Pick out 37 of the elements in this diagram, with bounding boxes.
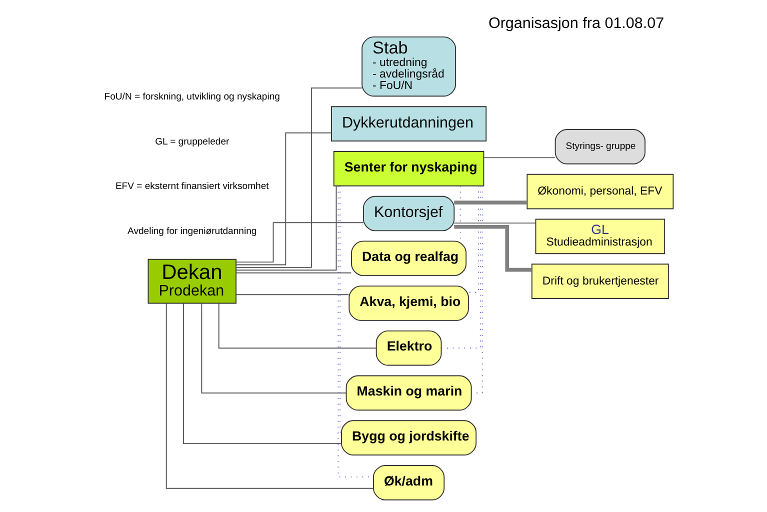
connector	[201, 302, 347, 394]
node-box: Bygg og jordskifte	[341, 420, 477, 456]
node-box: Elektro	[376, 330, 442, 366]
connector	[441, 185, 481, 349]
node-box: Dekan Prodekan	[148, 258, 237, 304]
label: Avdeling for ingeniørutdanning	[128, 226, 257, 238]
connector	[218, 303, 377, 349]
connector	[236, 222, 364, 263]
node-box: Drift og brukertjenester	[531, 264, 669, 299]
node-box: Styrings- gruppe	[554, 129, 646, 164]
connector	[236, 185, 337, 271]
connector	[454, 200, 528, 204]
node-box: Maskin og marin	[346, 375, 472, 411]
diagram-title: Organisasjon fra 01.08.07	[488, 15, 664, 32]
connector	[236, 88, 362, 268]
node-box: Kontorsjef	[362, 196, 455, 232]
node-box: Akva, kjemi, bio	[348, 286, 469, 321]
connector	[236, 132, 332, 266]
connector	[454, 224, 532, 272]
connector	[166, 302, 374, 489]
connector	[340, 185, 342, 433]
node-box: Dykkerutdanningen	[331, 106, 487, 142]
label: EFV = eksternt finansiert virksomhet	[115, 181, 269, 192]
connector	[236, 272, 352, 274]
node-box: Senter for nyskaping	[333, 151, 484, 186]
connector	[454, 222, 536, 224]
node-box: Økonomi, personal, EFV	[526, 174, 674, 210]
node-box: GL Studieadministrasjon	[535, 218, 666, 254]
connector	[183, 303, 342, 444]
node-box: Øk/adm	[373, 465, 445, 500]
connector	[483, 157, 556, 158]
connector	[468, 185, 479, 293]
connector	[236, 294, 350, 296]
node-box: Data og realfag	[351, 240, 467, 276]
label: GL = gruppeleder	[155, 136, 230, 148]
node-box: Stab - utredning - avdelingsråd - FoU/N	[362, 36, 456, 97]
label: FoU/N = forskning, utvikling og nyskaping	[104, 91, 280, 102]
